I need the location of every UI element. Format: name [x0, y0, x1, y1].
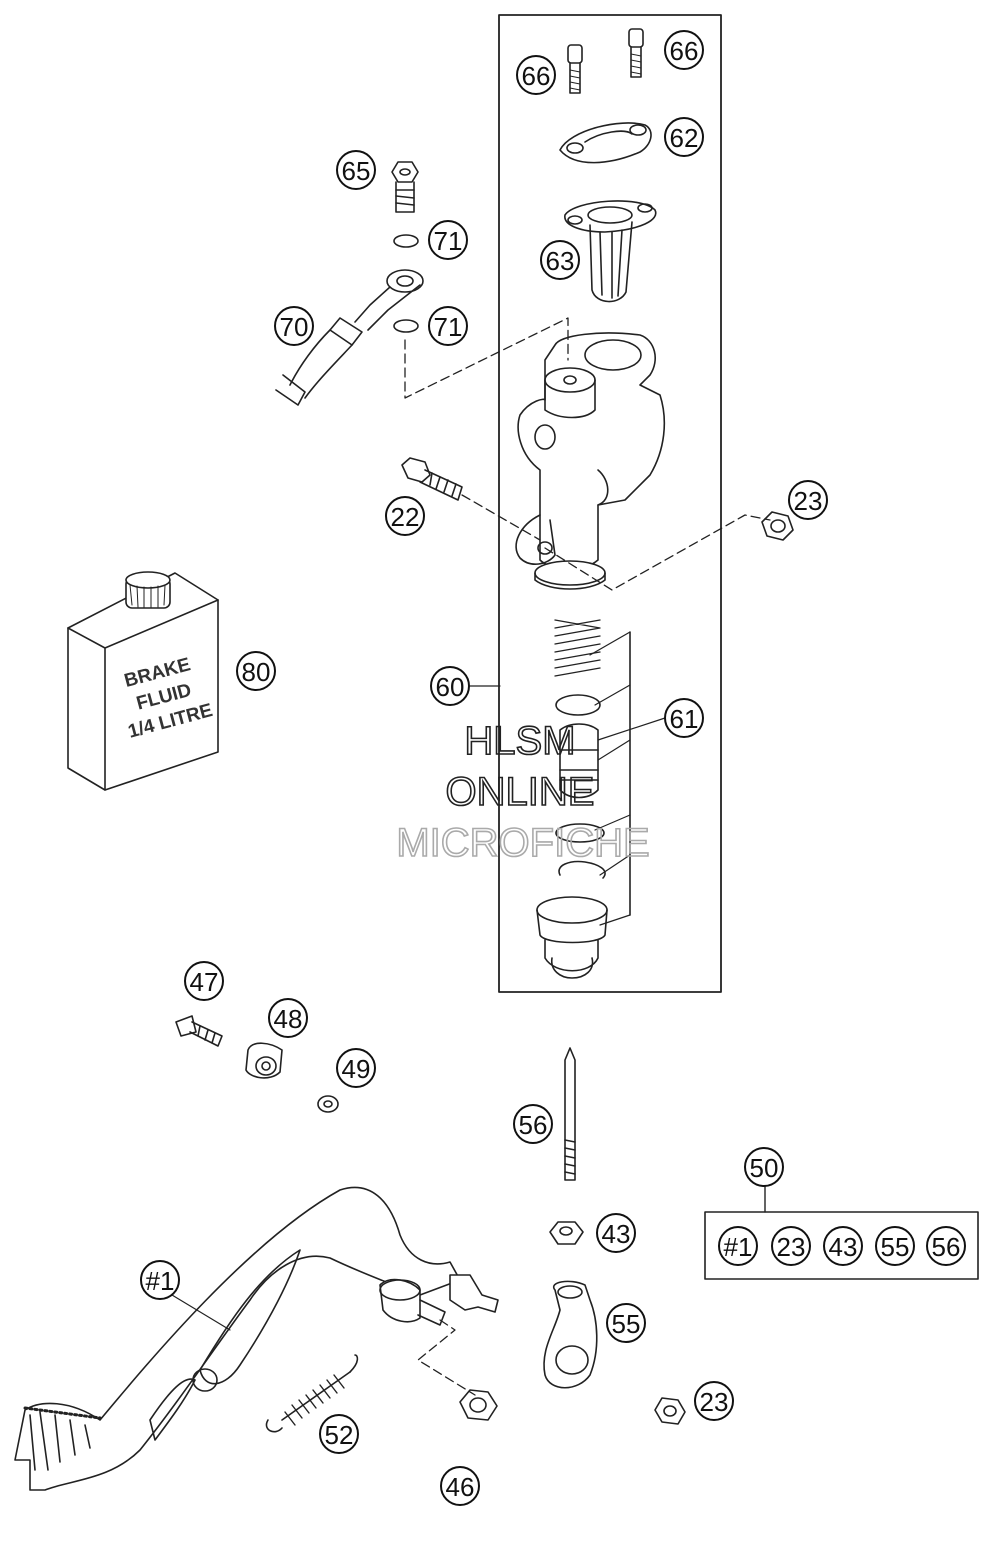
- callout-56: 56: [513, 1104, 553, 1144]
- callout-49: 49: [336, 1048, 376, 1088]
- svg-text:71: 71: [434, 312, 463, 342]
- callout-71-top: 71: [428, 220, 468, 260]
- boot-60: [536, 896, 608, 979]
- svg-text:43: 43: [602, 1219, 631, 1249]
- svg-text:43: 43: [829, 1232, 858, 1262]
- bracket-60-lines: [589, 631, 631, 926]
- svg-text:23: 23: [777, 1232, 806, 1262]
- svg-text:65: 65: [342, 156, 371, 186]
- callout-23-top: 23: [788, 480, 828, 520]
- svg-text:23: 23: [794, 486, 823, 516]
- callout-1: #1: [140, 1260, 180, 1300]
- kit-50-item-56: 56: [926, 1226, 966, 1266]
- svg-text:55: 55: [612, 1309, 641, 1339]
- brake-pedal-1: [14, 1186, 461, 1491]
- callout-23-bottom: 23: [694, 1381, 734, 1421]
- svg-text:56: 56: [932, 1232, 961, 1262]
- callout-46: 46: [440, 1466, 480, 1506]
- svg-text:62: 62: [670, 123, 699, 153]
- svg-text:63: 63: [546, 246, 575, 276]
- callout-55: 55: [606, 1303, 646, 1343]
- diaphragm-63: [564, 200, 657, 303]
- callout-61: 61: [664, 698, 704, 738]
- svg-text:#1: #1: [146, 1266, 175, 1296]
- svg-text:55: 55: [881, 1232, 910, 1262]
- watermark-line3: MICROFICHE: [396, 821, 649, 865]
- watermark: HLSM ONLINE MICROFICHE: [396, 718, 651, 866]
- piston-61: [559, 723, 599, 799]
- svg-text:50: 50: [750, 1153, 779, 1183]
- callout-63: 63: [540, 240, 580, 280]
- callout-43: 43: [596, 1213, 636, 1253]
- washer-71-top: [393, 234, 419, 248]
- callout-65: 65: [336, 150, 376, 190]
- washer-71-bottom: [393, 319, 419, 333]
- kit-50-item-55: 55: [875, 1226, 915, 1266]
- callout-22: 22: [385, 496, 425, 536]
- svg-text:49: 49: [342, 1054, 371, 1084]
- nut-43: [549, 1221, 584, 1245]
- svg-text:52: 52: [325, 1420, 354, 1450]
- svg-text:70: 70: [280, 312, 309, 342]
- nut-46: [459, 1389, 498, 1421]
- return-spring-52: [265, 1354, 359, 1433]
- kit-50-item-1: #1: [718, 1226, 758, 1266]
- callout-70: 70: [274, 306, 314, 346]
- svg-text:46: 46: [446, 1472, 475, 1502]
- svg-text:56: 56: [519, 1110, 548, 1140]
- kit-50-item-23: 23: [771, 1226, 811, 1266]
- lock-washer-49: [317, 1095, 339, 1113]
- assembly-dash-lines: [404, 317, 771, 1396]
- callout-62: 62: [664, 117, 704, 157]
- spring-60: [554, 619, 601, 677]
- banjo-bolt-65: [391, 161, 419, 213]
- o-ring-60: [555, 694, 601, 716]
- svg-text:66: 66: [522, 61, 551, 91]
- svg-text:22: 22: [391, 502, 420, 532]
- pedal-pivot-shaft: [379, 1274, 499, 1326]
- brake-hose-70: [275, 269, 424, 406]
- svg-text:80: 80: [242, 657, 271, 687]
- svg-text:23: 23: [700, 1387, 729, 1417]
- callout-66-right: 66: [664, 30, 704, 70]
- svg-text:#1: #1: [724, 1232, 753, 1262]
- callout-71-bottom: 71: [428, 306, 468, 346]
- screw-66-right: [628, 28, 644, 78]
- callout-66-left: 66: [516, 55, 556, 95]
- master-cylinder-group-box: [498, 14, 722, 993]
- svg-text:71: 71: [434, 226, 463, 256]
- svg-text:61: 61: [670, 704, 699, 734]
- screw-47: [175, 1015, 223, 1047]
- washer-60: [555, 823, 605, 843]
- svg-text:47: 47: [190, 967, 219, 997]
- callout-52: 52: [319, 1414, 359, 1454]
- kit-50-box: [704, 1211, 979, 1280]
- callout-60: 60: [430, 666, 470, 706]
- nut-23-top: [761, 511, 794, 541]
- bushing-48: [245, 1042, 283, 1079]
- kit-50-item-43: 43: [823, 1226, 863, 1266]
- callout-leaders: [171, 717, 666, 1331]
- callout-50: 50: [744, 1147, 784, 1187]
- watermark-line1: HLSM: [464, 719, 575, 763]
- screw-66-left: [567, 44, 583, 94]
- svg-text:66: 66: [670, 36, 699, 66]
- clevis-55: [543, 1280, 598, 1389]
- watermark-line2: ONLINE: [446, 770, 595, 814]
- svg-text:48: 48: [274, 1004, 303, 1034]
- callout-48: 48: [268, 998, 308, 1038]
- brake-fluid-can-80: [67, 571, 219, 791]
- nut-23-bottom: [654, 1397, 686, 1425]
- svg-text:60: 60: [436, 672, 465, 702]
- pushrod-56: [564, 1047, 576, 1181]
- callout-80: 80: [236, 651, 276, 691]
- bolt-22: [401, 457, 463, 501]
- master-cylinder-body: [515, 332, 666, 590]
- reservoir-cap-62: [559, 122, 652, 164]
- callout-group: 66 66 62 65 71 63 70 71 22 23 80 60 61 4…: [140, 30, 966, 1506]
- callout-47: 47: [184, 961, 224, 1001]
